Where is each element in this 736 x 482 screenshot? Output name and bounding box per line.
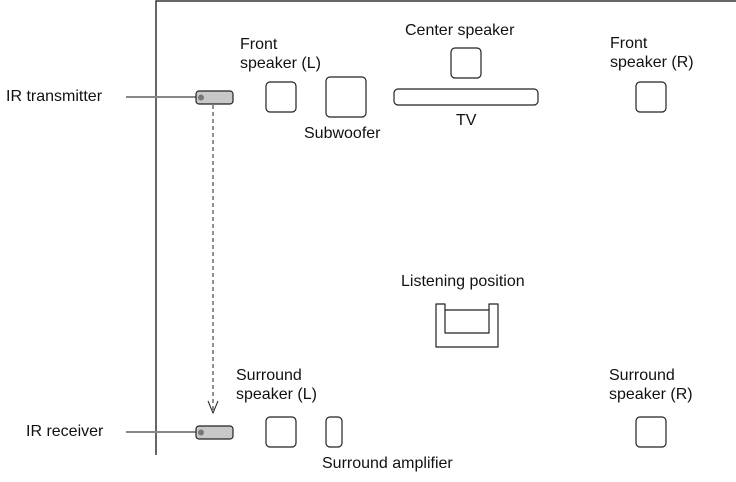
ir-transmitter-device bbox=[195, 90, 234, 105]
surround-left-speaker-label-line2: speaker (L) bbox=[236, 386, 317, 403]
front-right-speaker bbox=[635, 81, 667, 113]
surround-right-speaker bbox=[635, 416, 667, 448]
tv bbox=[393, 88, 539, 106]
front-left-speaker bbox=[265, 81, 297, 113]
ir-receiver-lens bbox=[198, 429, 204, 436]
surround-left-speaker-label-line1: Surround bbox=[236, 367, 302, 384]
surround-right-speaker-label-line1: Surround bbox=[609, 367, 675, 384]
center-speaker bbox=[450, 47, 482, 79]
surround-left-speaker bbox=[265, 416, 297, 448]
subwoofer bbox=[325, 76, 367, 118]
room-border bbox=[155, 0, 736, 455]
listening-position-chair bbox=[435, 303, 499, 348]
ir-transmitter-label: IR transmitter bbox=[6, 88, 103, 105]
ir-receiver-label: IR receiver bbox=[26, 423, 104, 440]
surround-right-speaker-label-line2: speaker (R) bbox=[609, 386, 693, 403]
surround-amplifier bbox=[325, 416, 343, 448]
listening-position-label: Listening position bbox=[401, 273, 525, 290]
front-left-speaker-label-line1: Front bbox=[240, 36, 278, 53]
front-left-speaker-label-line2: speaker (L) bbox=[240, 55, 321, 72]
front-right-speaker-label-line1: Front bbox=[610, 35, 648, 52]
tv-label: TV bbox=[456, 112, 477, 129]
ir-transmitter-lens bbox=[198, 94, 204, 101]
subwoofer-label: Subwoofer bbox=[304, 125, 381, 142]
center-speaker-label: Center speaker bbox=[405, 22, 515, 39]
ir-receiver-device bbox=[195, 425, 234, 440]
surround-amplifier-label: Surround amplifier bbox=[322, 455, 453, 472]
ir-signal-arrowhead bbox=[207, 400, 219, 415]
front-right-speaker-label-line2: speaker (R) bbox=[610, 54, 694, 71]
